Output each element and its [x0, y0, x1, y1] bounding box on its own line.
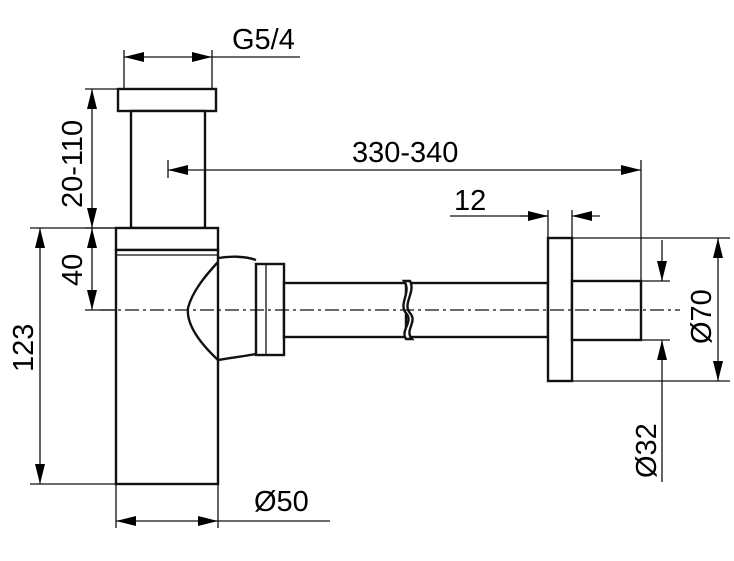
label-pipe-diameter: Ø32 — [631, 423, 663, 478]
top-cap — [116, 87, 218, 113]
label-thread: G5/4 — [232, 24, 295, 56]
label-cap-height: 40 — [57, 254, 89, 286]
label-body-height: 123 — [8, 324, 40, 372]
elbow-curve — [186, 261, 219, 361]
label-body-diameter: Ø50 — [254, 486, 309, 518]
label-flange-thickness: 12 — [454, 185, 486, 217]
siphon-body — [114, 248, 220, 486]
body-collar — [114, 226, 220, 252]
label-length-adjust: 330-340 — [352, 137, 458, 169]
label-flange-diameter: Ø70 — [686, 289, 718, 344]
dimension-lines — [35, 52, 723, 526]
label-height-adjust: 20-110 — [57, 120, 89, 208]
dimension-labels: G5/4 20-110 40 123 330-340 12 Ø70 Ø32 Ø5… — [8, 24, 718, 518]
